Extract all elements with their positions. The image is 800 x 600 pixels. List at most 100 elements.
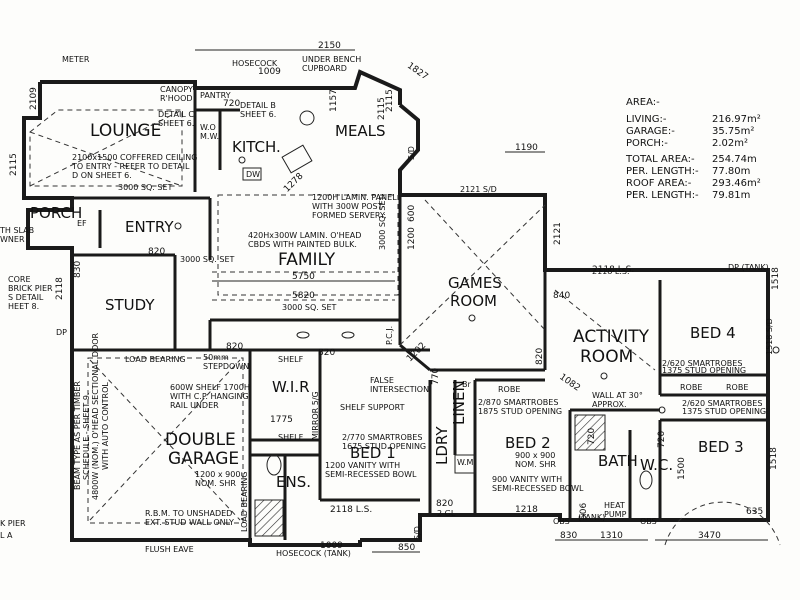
dim-2118-ls: 2118 L.S. <box>330 505 372 515</box>
fixtures <box>174 110 780 537</box>
note-robe-bed2: ROBE <box>498 385 520 394</box>
washing-machine <box>454 454 476 474</box>
note-wall-30-1: WALL AT 30° <box>592 391 643 400</box>
note-detail-b-2: SHEET 6. <box>240 110 276 119</box>
dim-840: 840 <box>553 291 570 301</box>
dim-820-activity: 820 <box>535 348 545 365</box>
ensuite-toilet <box>266 454 282 476</box>
note-shelf-top: SHELF <box>278 355 304 364</box>
games-light-fitting <box>468 314 476 322</box>
note-sq-set-family-c: 3000 SQ. SET <box>378 196 387 250</box>
room-label-meals: MEALS <box>335 122 386 140</box>
note-sd-2121: 2121 S/D <box>460 185 497 194</box>
room-labels: LOUNGE PORCH ENTRY KITCH. MEALS FAMILY S… <box>30 121 744 491</box>
note-ceiling-3: D ON SHEET 6. <box>72 171 132 180</box>
note-obs-a: OBS <box>553 517 570 526</box>
dim-3470: 3470 <box>698 531 721 541</box>
note-smartrobes-bed2-a: 2/870 SMARTROBES <box>478 398 558 407</box>
dim-770: 770 <box>431 368 441 385</box>
note-dp-tank: DP (TANK) <box>728 263 769 272</box>
note-obs-b: OBS <box>640 517 657 526</box>
bath-shower-tray <box>574 414 606 451</box>
family-light-fitting-a <box>296 331 310 339</box>
note-vanity-ens-1: 1200 VANITY WITH <box>325 461 400 470</box>
note-meter: METER <box>62 55 90 64</box>
note-ceiling-2: TO ENTRY - REFER TO DETAIL <box>71 162 190 171</box>
note-detail-b-1: DETAIL B <box>240 101 276 110</box>
note-dp-west: DP <box>56 328 67 337</box>
area-label-living: LIVING:- <box>626 114 667 125</box>
note-sq-set-family-a: 3000 SQ. SET <box>180 255 234 264</box>
note-robe-bed3: ROBE <box>726 383 748 392</box>
area-label-porch: PORCH:- <box>626 138 668 149</box>
room-label-ensuite: ENS. <box>276 473 311 491</box>
note-under-bench-2: CUPBOARD <box>302 64 347 73</box>
dim-1009-b: 1009 <box>320 541 343 551</box>
activity-light-fitting <box>600 372 608 380</box>
dim-5750: 5750 <box>292 272 315 282</box>
note-core-1: CORE <box>8 275 31 284</box>
note-pcj: P.C.J. <box>385 326 394 345</box>
dim-2150: 2150 <box>318 41 341 51</box>
dim-1200: 1200 <box>407 227 417 250</box>
note-sd-1518: 1518 S/D <box>765 318 774 355</box>
dim-820-family: 820 <box>226 342 243 352</box>
note-shelf-support: SHELF SUPPORT <box>340 403 405 412</box>
note-mirror: MIRROR 5/G <box>311 391 320 440</box>
room-label-kitchen: KITCH. <box>232 138 281 156</box>
family-light-fitting-b <box>341 331 355 339</box>
dim-600: 600 <box>407 205 417 222</box>
dim-2118-ls-b: 2118 L.S. <box>592 265 634 275</box>
meals-light-fitting <box>299 110 315 126</box>
bed3-light-fitting <box>658 406 666 414</box>
kitchen-light-fitting <box>238 156 246 164</box>
note-pier-2: L A <box>0 531 13 540</box>
note-pier: K PIER <box>0 519 26 528</box>
room-label-lounge: LOUNGE <box>90 121 161 141</box>
note-vanity-bath-1: 900 VANITY WITH <box>492 475 562 484</box>
area-value-total: 254.74m <box>712 154 757 165</box>
exterior-walls <box>22 69 770 547</box>
dim-1009: 1009 <box>258 67 281 77</box>
dim-1278: 1278 <box>282 171 305 194</box>
note-detail-c-1: DETAIL C <box>158 110 194 119</box>
note-shelf-2: WITH C.P. HANGING <box>170 392 249 401</box>
room-label-wc: W.C. <box>640 456 673 474</box>
note-smartrobes-bed1-a: 2/770 SMARTROBES <box>342 433 422 442</box>
dim-2115-left: 2115 <box>9 153 19 176</box>
dim-2115: 2115 <box>385 89 395 112</box>
note-smartrobes-bed3-b: 1375 STUD OPENING <box>682 407 766 416</box>
dim-1827: 1827 <box>405 61 429 82</box>
note-flush-eave: FLUSH EAVE <box>145 545 194 554</box>
note-robe-bed4: ROBE <box>680 383 702 392</box>
dim-820-study: 820 <box>148 247 165 257</box>
dim-1518: 1518 <box>771 267 781 290</box>
dim-1218: 1218 <box>515 505 538 515</box>
note-hosecock-tank: HOSECOCK (TANK) <box>276 549 351 558</box>
note-pantry: PANTRY <box>200 91 231 100</box>
note-shelf-1: 600W SHELF 1700H <box>170 383 250 392</box>
dishwasher <box>242 167 262 181</box>
note-washing-machine: W.M <box>457 458 474 467</box>
note-heat-pump-2: PUMP <box>604 510 627 519</box>
area-schedule-title: AREA:- <box>626 97 660 108</box>
note-false-intersection-1: FALSE <box>370 376 394 385</box>
dim-5820: 5820 <box>292 291 315 301</box>
dim-830: 830 <box>73 261 83 278</box>
note-lamin-3: FORMED SERVERY <box>312 211 385 220</box>
area-value-roof-per-length: 79.81m <box>712 190 750 201</box>
dim-2118: 2118 <box>55 277 65 300</box>
bed4-light-fitting <box>772 346 780 354</box>
area-value-living: 216.97m² <box>712 114 761 125</box>
room-label-bed4: BED 4 <box>690 324 736 342</box>
room-label-bed3: BED 3 <box>698 438 744 456</box>
note-garage-door-2: WITH AUTO CONTROL <box>101 382 110 470</box>
area-label-per-length: PER. LENGTH:- <box>626 166 699 177</box>
note-gl: 2 GL <box>437 509 456 518</box>
note-under-bench-1: UNDER BENCH <box>302 55 361 64</box>
note-wo-2: M.W. <box>200 132 219 141</box>
note-dishwasher: DW <box>246 170 260 179</box>
note-canopy-2: R'HOOD <box>160 94 193 103</box>
note-shelf-bottom: SHELF <box>278 433 304 442</box>
